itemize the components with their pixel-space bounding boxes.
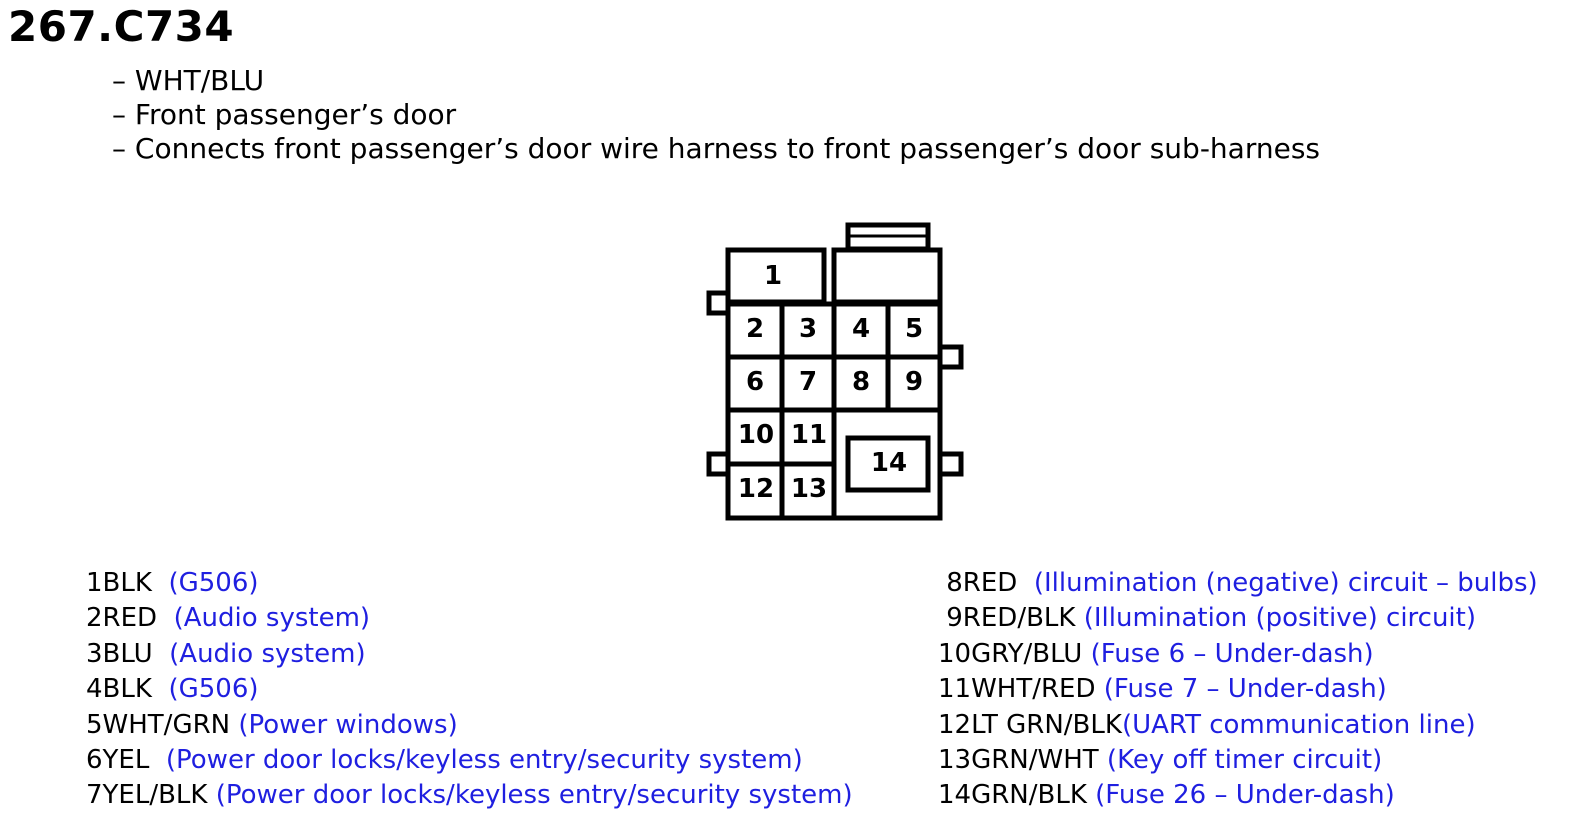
pin-label-4: 4 (852, 314, 870, 344)
pin-label-1: 1 (764, 261, 782, 291)
circuit-link[interactable]: (Illumination (negative) circuit – bulbs… (1033, 568, 1538, 598)
circuit-link[interactable]: (Power windows) (238, 709, 458, 740)
pin-wire-color: 3BLU (86, 638, 153, 669)
pin-label-8: 8 (852, 367, 870, 397)
pin-wire-color: 6YEL (86, 745, 150, 776)
side-tab-left-bottom (706, 451, 731, 477)
pin-label-9: 9 (905, 367, 923, 397)
circuit-link[interactable]: (Key off timer circuit) (1106, 745, 1383, 776)
pin-row: 14GRN/BLK (Fuse 26 – Under-dash) (938, 778, 1538, 813)
pin-row: 6YEL (Power door locks/keyless entry/sec… (86, 743, 853, 778)
pin-label-7: 7 (799, 367, 817, 397)
pin-label-6: 6 (746, 367, 764, 397)
pin-wire-color: 5WHT/GRN (86, 709, 231, 740)
circuit-link[interactable]: (Fuse 6 – Under-dash) (1090, 638, 1374, 669)
pin-row: 12LT GRN/BLK(UART communication line) (938, 708, 1538, 743)
circuit-link[interactable]: (Power door locks/keyless entry/security… (215, 780, 853, 811)
pin-row: 13GRN/WHT (Key off timer circuit) (938, 743, 1538, 778)
pin-wire-color: 13GRN/WHT (938, 745, 1099, 776)
pin-label-3: 3 (799, 314, 817, 344)
pin-label-5: 5 (905, 314, 923, 344)
pin-wire-color: 10GRY/BLU (938, 638, 1083, 669)
description-line: – WHT/BLU (112, 64, 265, 97)
description-line: – Connects front passenger’s door wire h… (112, 132, 1321, 165)
pin-row: 8RED (Illumination (negative) circuit – … (938, 566, 1538, 601)
pin-wire-color: 2RED (86, 603, 158, 634)
pin-label-12: 12 (738, 474, 774, 504)
circuit-link[interactable]: (Audio system) (169, 638, 366, 669)
pin-label-10: 10 (738, 420, 774, 450)
pin-wire-color: 14GRN/BLK (938, 780, 1087, 811)
circuit-link[interactable]: (Audio system) (173, 603, 371, 634)
circuit-link[interactable]: (Fuse 26 – Under-dash) (1095, 780, 1395, 811)
pin-wire-color: 8RED (938, 568, 1018, 598)
pin-label-11: 11 (791, 420, 827, 450)
circuit-link[interactable]: (Illumination (positive) circuit) (1083, 603, 1476, 634)
circuit-link[interactable]: (G506) (168, 674, 259, 705)
pin-label-13: 13 (791, 474, 827, 504)
pin-row: 7YEL/BLK (Power door locks/keyless entry… (86, 778, 853, 813)
circuit-link[interactable]: (G506) (168, 568, 259, 598)
side-tab-left-top (706, 290, 731, 316)
description-line: – Front passenger’s door (112, 98, 457, 131)
side-tab-right-bottom (937, 451, 964, 477)
pin-label-2: 2 (746, 314, 764, 344)
pin-row: 9RED/BLK (Illumination (positive) circui… (938, 601, 1538, 636)
pin-wire-color: 7YEL/BLK (86, 780, 208, 811)
pin-label-14: 14 (871, 448, 907, 478)
side-tab-right-top (937, 344, 964, 370)
pin-wire-color: 11WHT/RED (938, 674, 1096, 705)
circuit-link[interactable]: (Power door locks/keyless entry/security… (165, 745, 803, 776)
pin-row: 2RED (Audio system) (86, 601, 853, 636)
connector-title: 267.C734 (8, 2, 235, 51)
circuit-link[interactable]: (UART communication line) (1121, 709, 1476, 740)
pin-row: 5WHT/GRN (Power windows) (86, 708, 853, 743)
pin-wire-color: 9RED/BLK (938, 603, 1076, 634)
pin-row: 11WHT/RED (Fuse 7 – Under-dash) (938, 672, 1538, 707)
circuit-link[interactable]: (Fuse 7 – Under-dash) (1103, 674, 1387, 705)
pin-row: 4BLK (G506) (86, 672, 853, 707)
pin-cavity-14 (845, 435, 931, 493)
pin-list-left: 1BLK (G506) 2RED (Audio system) 3BLU (Au… (86, 566, 853, 814)
pin-wire-color: 4BLK (86, 674, 152, 705)
pin-wire-color: 1BLK (86, 568, 152, 598)
empty-cavity (831, 247, 943, 305)
pin-row: 1BLK (G506) (86, 566, 853, 601)
pin-row: 10GRY/BLU (Fuse 6 – Under-dash) (938, 637, 1538, 672)
pin-list-right: 8RED (Illumination (negative) circuit – … (938, 566, 1538, 814)
pin-row: 3BLU (Audio system) (86, 637, 853, 672)
connector-description: – WHT/BLU – Front passenger’s door – Con… (112, 64, 1320, 166)
pin-wire-color: 12LT GRN/BLK (938, 709, 1122, 740)
